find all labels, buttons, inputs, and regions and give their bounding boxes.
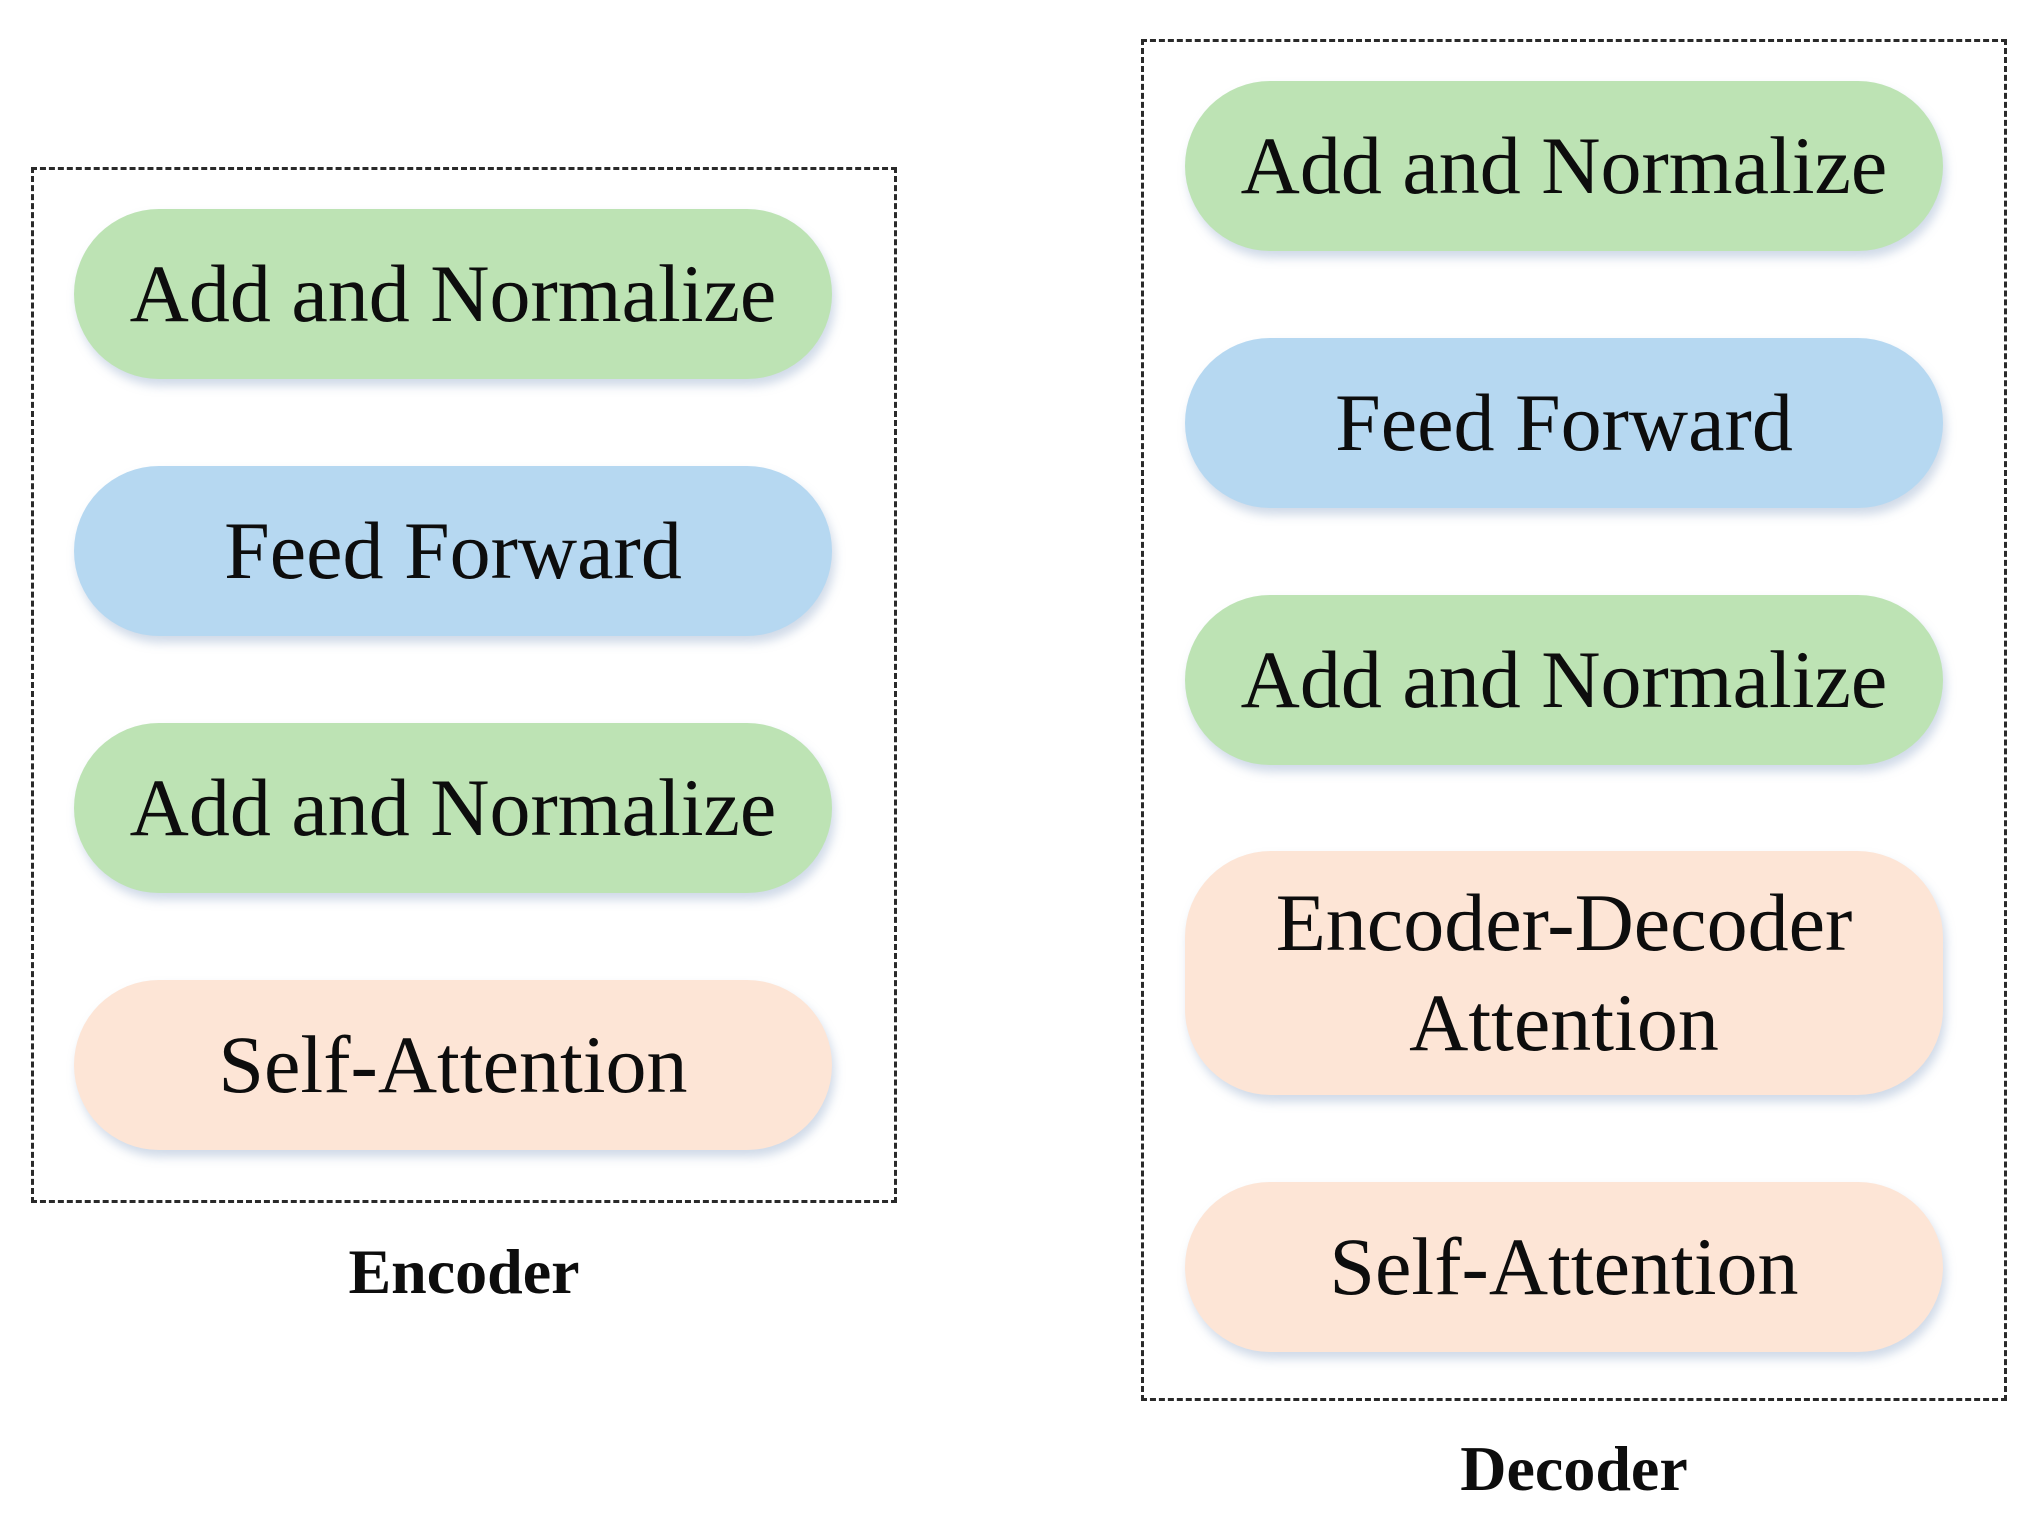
decoder-feed-forward: Feed Forward [1185,338,1943,508]
decoder-encoder-decoder-attention: Encoder-Decoder Attention [1185,851,1943,1095]
decoder-caption: Decoder [1460,1433,1688,1504]
encoder-add-normalize-bottom: Add and Normalize [74,723,832,893]
decoder-frame [1141,39,2007,1401]
decoder-add-normalize-top: Add and Normalize [1185,81,1943,251]
encoder-feed-forward: Feed Forward [74,466,832,636]
encoder-frame [31,167,897,1203]
encoder-add-normalize-top: Add and Normalize [74,209,832,379]
encoder-caption: Encoder [348,1236,580,1307]
decoder-self-attention: Self-Attention [1185,1182,1943,1352]
decoder-add-normalize-middle: Add and Normalize [1185,595,1943,765]
encoder-self-attention: Self-Attention [74,980,832,1150]
